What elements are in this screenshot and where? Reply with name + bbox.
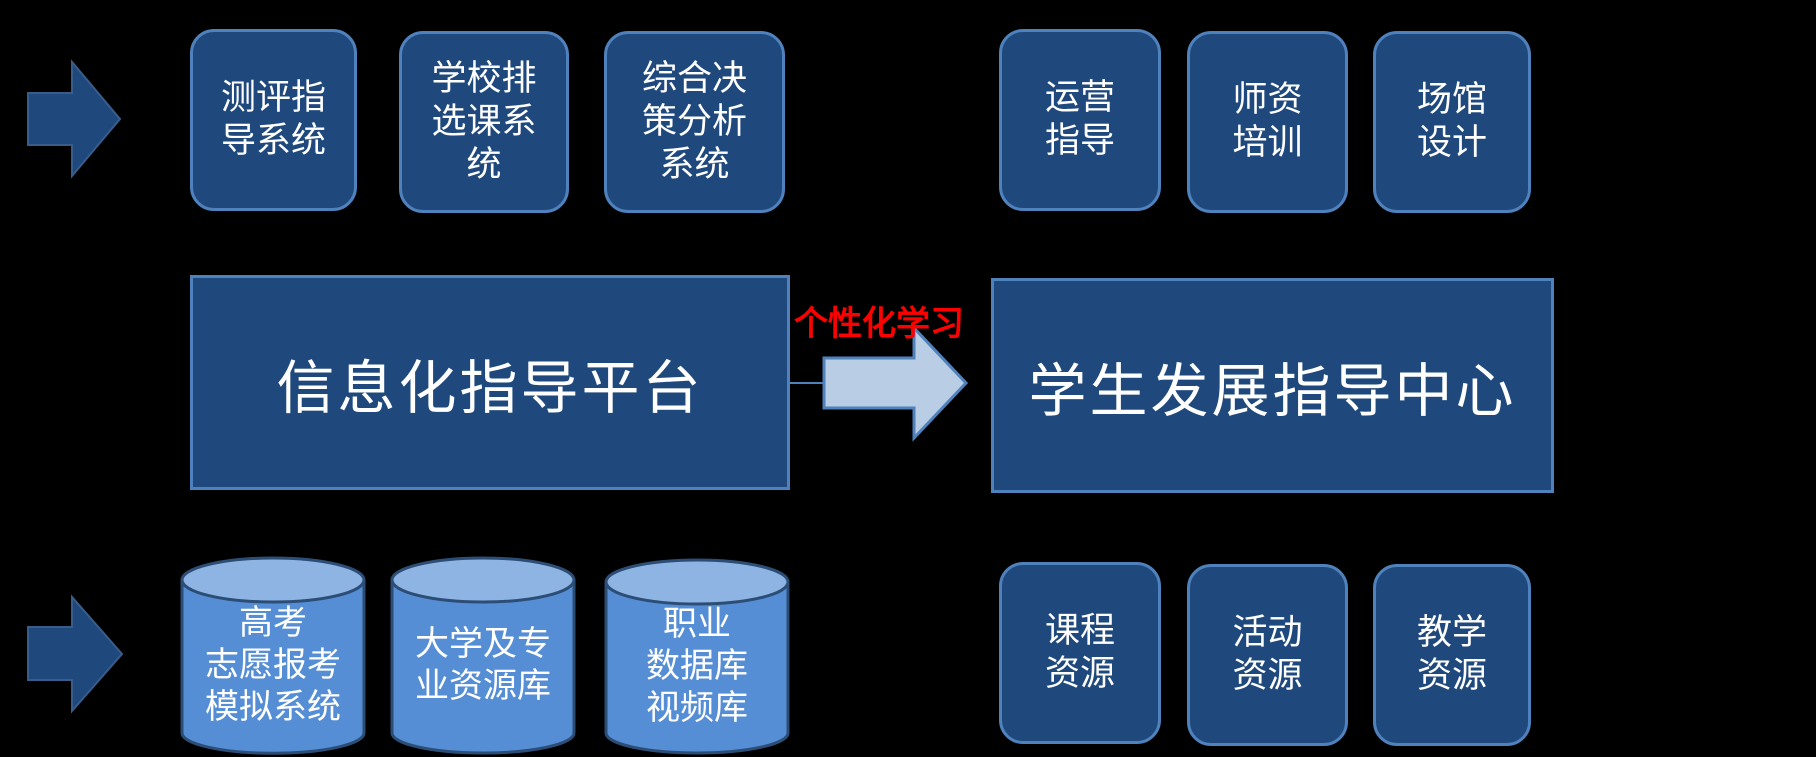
box-label: 课程 资源	[1044, 611, 1115, 694]
box-venue-design: 场馆 设计	[1373, 31, 1531, 213]
platform-title: 信息化指导平台	[276, 353, 704, 422]
box-decision-analysis-system: 综合决 策分析 系统	[604, 31, 785, 213]
left-arrow-top	[27, 59, 122, 179]
cylinder-label-2: 大学及专 业资源库	[415, 624, 551, 706]
center-title: 学生发展指导中心	[1028, 356, 1517, 425]
box-label: 学校排 选课系 统	[431, 58, 537, 185]
cylinder-1	[180, 556, 366, 755]
box-teacher-training: 师资 培训	[1187, 31, 1348, 213]
cylinder-3	[604, 558, 790, 755]
cylinder-label-3: 职业 数据库 视频库	[646, 604, 748, 728]
box-teaching-resources: 教学 资源	[1373, 564, 1531, 746]
box-operation-guidance: 运营 指导	[999, 29, 1161, 211]
box-label: 场馆 设计	[1416, 80, 1487, 163]
box-course-resources: 课程 资源	[999, 562, 1161, 744]
box-label: 教学 资源	[1416, 613, 1487, 696]
cylinder-2	[390, 556, 576, 755]
cylinder-label-1: 高考 志愿报考 模拟系统	[205, 603, 341, 727]
left-arrow-bottom	[27, 594, 124, 714]
platform-block: 信息化指导平台	[190, 275, 790, 490]
box-course-scheduling-system: 学校排 选课系 统	[399, 31, 569, 213]
box-activity-resources: 活动 资源	[1187, 564, 1348, 746]
connector-arrow	[822, 324, 969, 442]
connector-label: 个性化学习	[794, 304, 964, 344]
box-label: 师资 培训	[1232, 80, 1303, 163]
box-label: 运营 指导	[1044, 78, 1115, 161]
box-label: 测评指 导系统	[220, 78, 326, 161]
box-label: 综合决 策分析 系统	[641, 58, 747, 185]
box-assessment-system: 测评指 导系统	[190, 29, 357, 211]
box-label: 活动 资源	[1232, 613, 1303, 696]
center-block: 学生发展指导中心	[991, 278, 1554, 493]
